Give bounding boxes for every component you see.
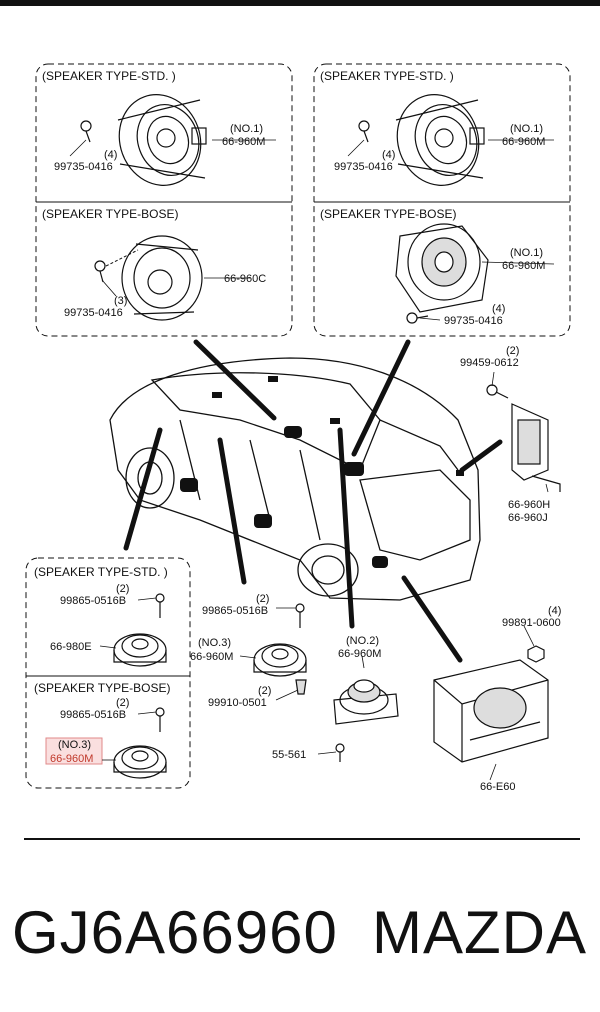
car-speaker-locations: [180, 376, 464, 568]
screw-icon: [80, 120, 92, 143]
qty-label: (2): [116, 697, 129, 709]
screw-part-label: 55-561: [272, 749, 306, 761]
qty-label: (2): [116, 583, 129, 595]
bolt-icon: [486, 384, 509, 399]
panel-top-left: [35, 63, 293, 337]
part-number-label: 66-960J: [508, 512, 548, 524]
screw-part-label: 99865-0516B: [60, 709, 126, 721]
screw-part-label: 99865-0516B: [202, 605, 268, 617]
part-number-label: (NO.1): [510, 247, 543, 259]
part-number-label: 66-E60: [480, 781, 515, 793]
part-number-label: 66-960H: [508, 499, 550, 511]
panel-top-right: [313, 63, 571, 337]
round-speaker-bose-left: [121, 235, 203, 321]
part-number-label: (NO.1): [510, 123, 543, 135]
nut-part-label: 99891-0600: [502, 617, 561, 629]
panel-title: (SPEAKER TYPE-BOSE): [42, 207, 178, 221]
screw-icon: [406, 312, 429, 324]
qty-label: (2): [256, 593, 269, 605]
screw-icon: [295, 603, 305, 628]
screw-part-label: 99735-0416: [334, 161, 393, 173]
panel-title: (SPEAKER TYPE-BOSE): [34, 681, 170, 695]
qty-label: (2): [258, 685, 271, 697]
car-outline: [109, 357, 481, 601]
part-number-label: (NO.2): [346, 635, 379, 647]
large-speaker-bose-right: [395, 223, 489, 313]
amplifier-unit: [433, 659, 549, 763]
part-number-label: 66-980E: [50, 641, 92, 653]
screw-part-label: 99735-0416: [54, 161, 113, 173]
nut-icon: [527, 645, 545, 663]
mid-speaker-bose-bl: [113, 745, 167, 779]
clip-icon: [295, 679, 307, 695]
screw-part-label: 99735-0416: [444, 315, 503, 327]
part-number-label: 66-960C: [224, 273, 266, 285]
qty-label: (2): [506, 345, 519, 357]
panel-title: (SPEAKER TYPE-STD. ): [42, 69, 176, 83]
qty-label: (4): [492, 303, 505, 315]
highlighted-part-number: 66-960M: [50, 753, 93, 765]
screw-icon: [358, 120, 370, 143]
part-number-label: 66-960M: [502, 136, 545, 148]
brand-name: MAZDA: [372, 899, 587, 966]
part-number-label: (NO.3): [198, 637, 231, 649]
screw-icon: [155, 593, 165, 618]
clip-part-label: 99910-0501: [208, 697, 267, 709]
part-number-label: (NO.3): [58, 739, 91, 751]
qty-label: (4): [382, 149, 395, 161]
panel-title: (SPEAKER TYPE-STD. ): [34, 565, 168, 579]
qty-label: (4): [548, 605, 561, 617]
tweeter-bracket: [511, 403, 561, 492]
top-border: [0, 0, 600, 6]
speaker-parts-diagram: (SPEAKER TYPE-STD. ) (NO.1) 66-960M (4) …: [25, 63, 571, 793]
mid-speaker-std-bl: [113, 633, 167, 667]
label-leaders: [69, 139, 555, 781]
screw-part-label: 99459-0612: [460, 357, 519, 369]
divider-line: [24, 838, 580, 840]
oval-speaker-std-right: [395, 94, 485, 186]
highlight-box: [45, 737, 103, 765]
screw-part-label: 99865-0516B: [60, 595, 126, 607]
screw-icon: [335, 743, 345, 762]
part-number-label: 66-960M: [190, 651, 233, 663]
center-speaker-no2: [333, 679, 399, 725]
part-number-heading: GJ6A66960: [12, 899, 338, 966]
panel-title: (SPEAKER TYPE-BOSE): [320, 207, 456, 221]
part-number-label: (NO.1): [230, 123, 263, 135]
panel-title: (SPEAKER TYPE-STD. ): [320, 69, 454, 83]
part-number-label: 66-960M: [502, 260, 545, 272]
qty-label: (3): [114, 295, 127, 307]
screw-icon: [155, 707, 165, 732]
part-number-label: 66-960M: [222, 136, 265, 148]
part-number-label: 66-960M: [338, 648, 381, 660]
qty-label: (4): [104, 149, 117, 161]
panel-bottom-left: [25, 557, 191, 789]
screw-part-label: 99735-0416: [64, 307, 123, 319]
oval-speaker-std-left: [117, 94, 207, 186]
leader-lines: [123, 339, 503, 663]
mid-speaker-center: [253, 643, 307, 677]
screw-icon: [94, 260, 106, 283]
